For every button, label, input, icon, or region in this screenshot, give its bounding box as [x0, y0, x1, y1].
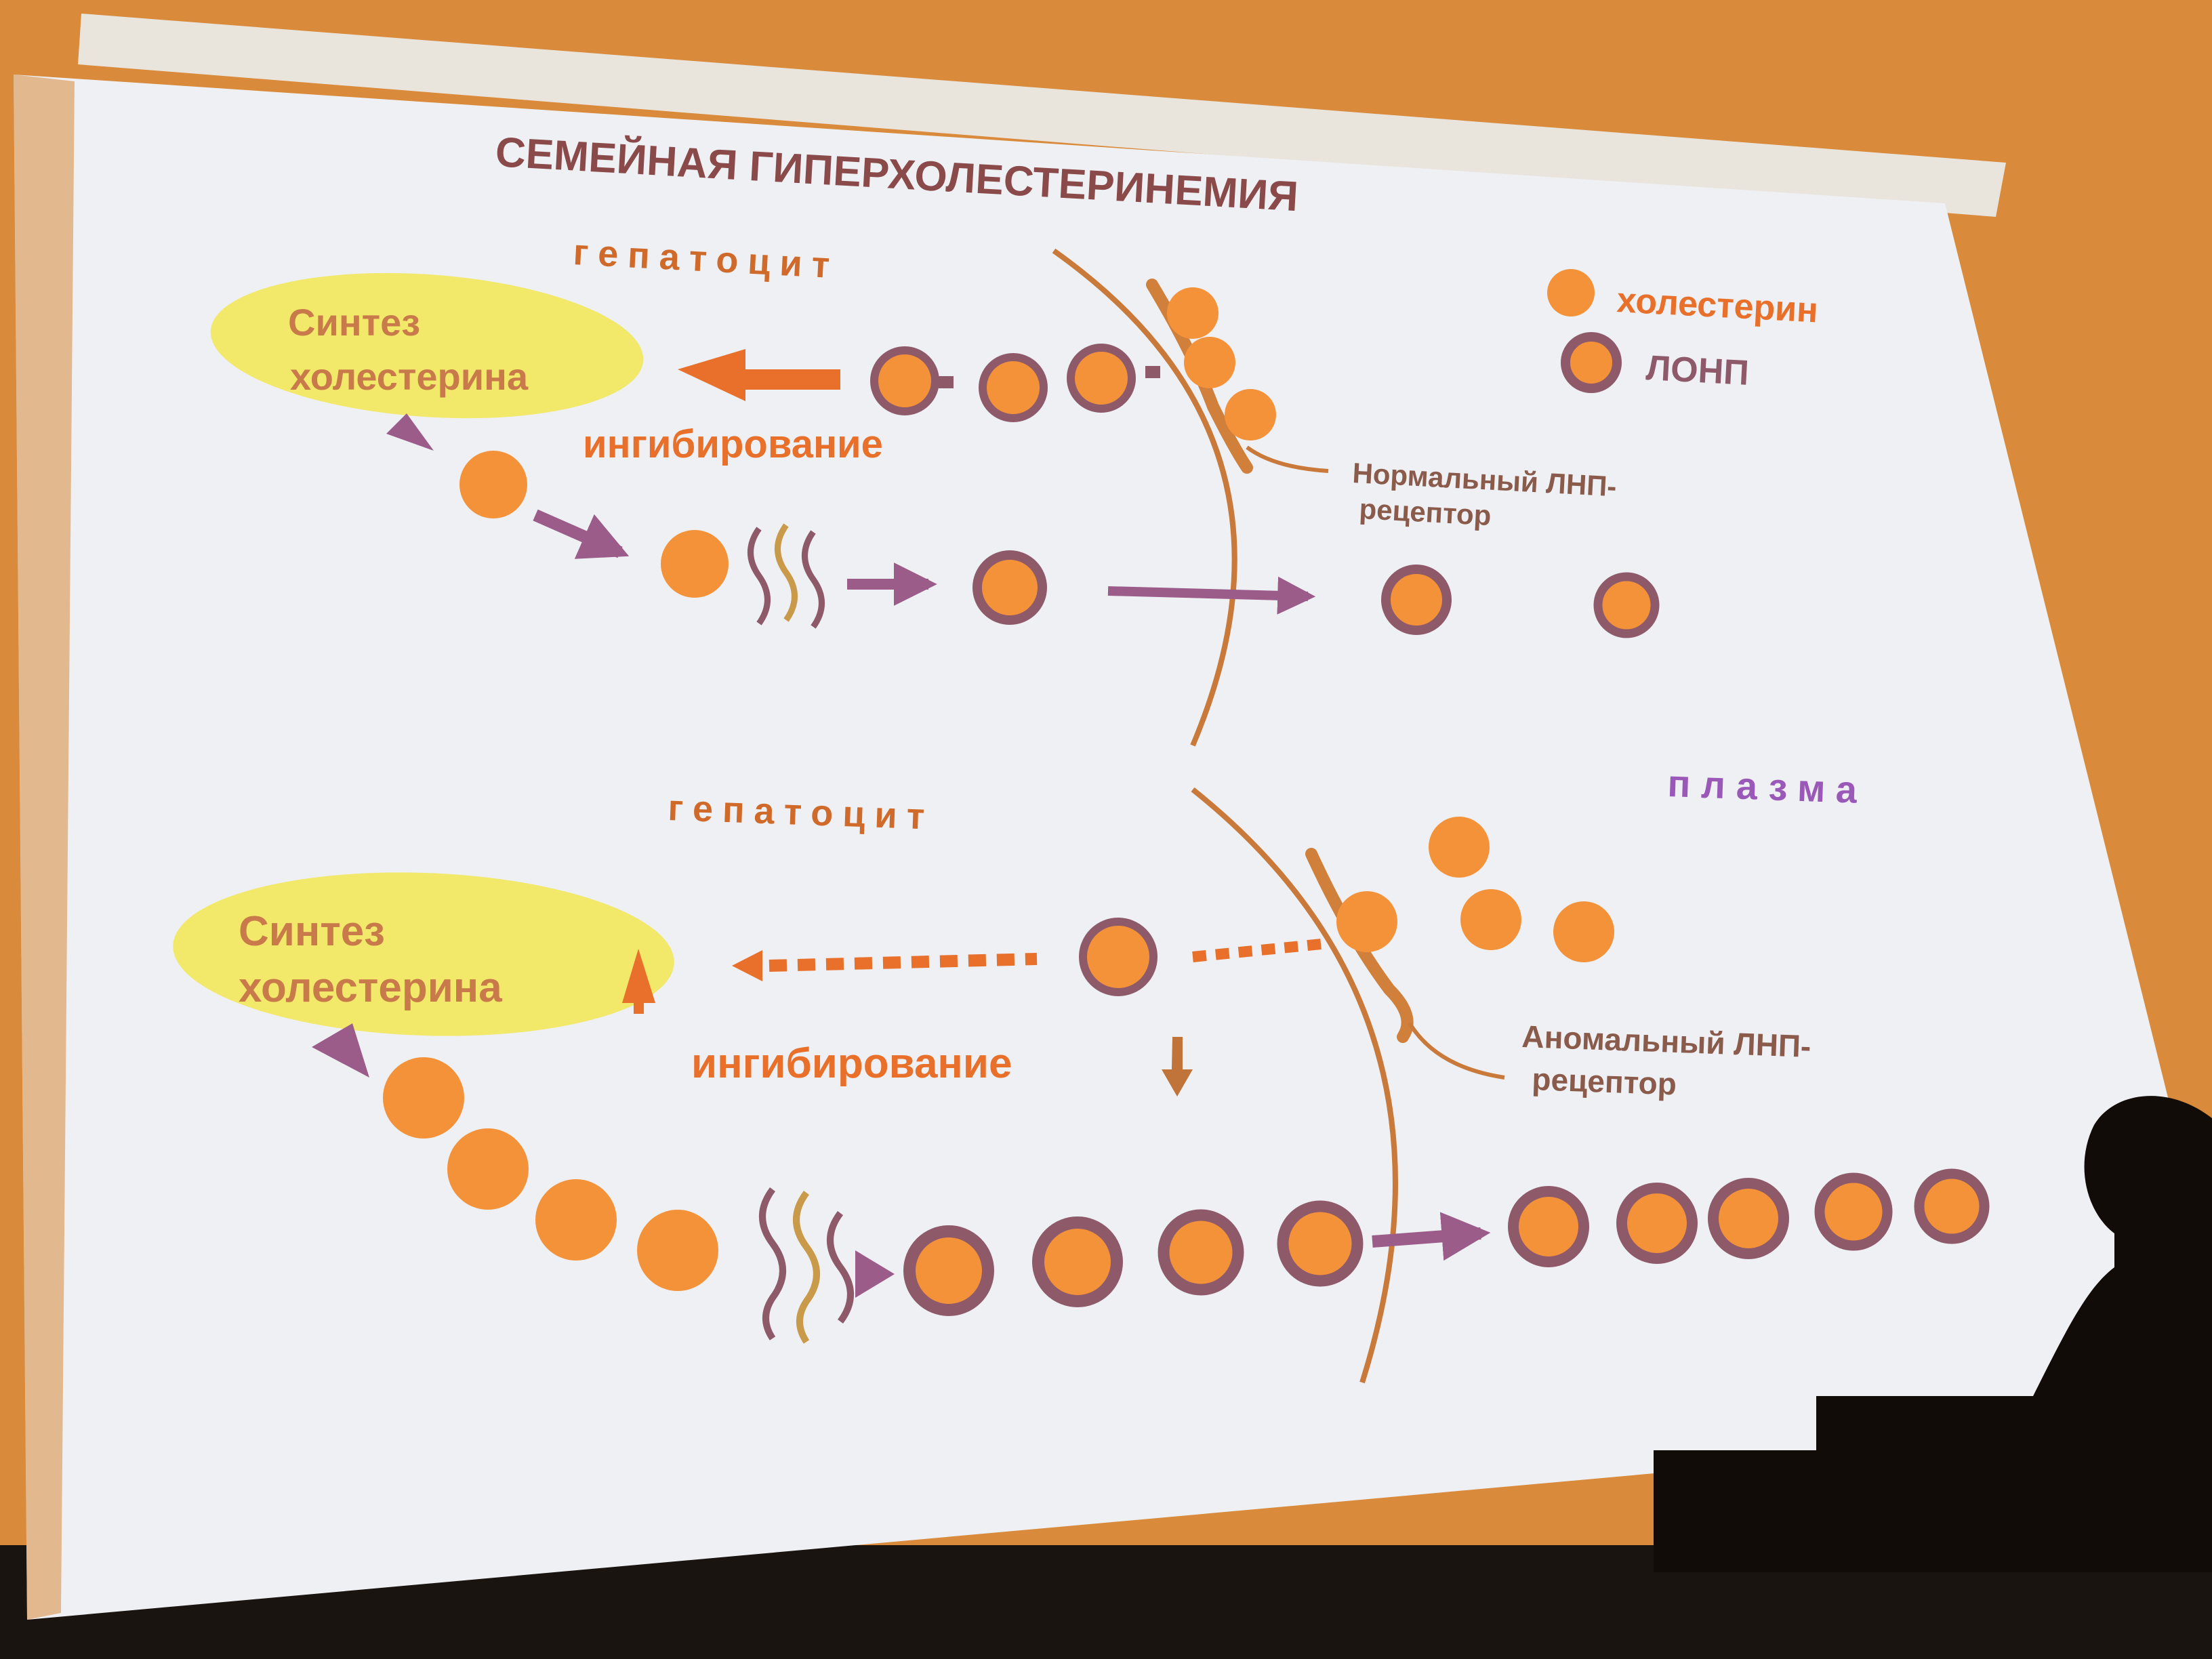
bottom-synthesis-bubble — [173, 872, 674, 1036]
bottom-vldl-1 — [903, 1225, 994, 1316]
top-synthesis-line2: холестерина — [290, 355, 529, 398]
bottom-dotted-arrowhead — [732, 950, 762, 981]
top-chain-cholesterol-1 — [459, 451, 527, 518]
bottom-receptor-cholesterol — [1336, 891, 1397, 952]
bottom-plasma-ldl-3 — [1708, 1178, 1789, 1259]
bottom-plasma-ldl-2 — [1616, 1183, 1698, 1264]
bottom-vldl-2 — [1032, 1216, 1123, 1307]
top-synthesis-triangle — [386, 413, 434, 451]
bottom-chain-cholesterol-4 — [637, 1210, 718, 1291]
bottom-synthesis-triangle — [312, 1023, 369, 1078]
top-synthesis-line1: Синтез — [288, 301, 420, 344]
speaker-silhouette — [1654, 1096, 2212, 1572]
bottom-chain-cholesterol-1 — [383, 1057, 464, 1139]
bottom-abnormal-receptor — [1305, 848, 1414, 1043]
plasma-label: плазма — [1667, 762, 1869, 811]
bottom-synthesis-up-arrow — [622, 949, 655, 1014]
bottom-plasma-cholesterol-1 — [1429, 817, 1490, 878]
bottom-chain-cholesterol-2 — [447, 1128, 529, 1210]
top-export-arrow — [1107, 576, 1316, 615]
top-receptor-cholesterol-1 — [1167, 287, 1218, 339]
top-internalized-ldl-1 — [870, 346, 939, 415]
bottom-inhibition-down-arrow — [1162, 1037, 1193, 1097]
top-chain-arrow — [533, 509, 630, 559]
bottom-plasma-ldl-5 — [1914, 1168, 1990, 1244]
bottom-receptor-label-line2: рецептор — [1532, 1061, 1677, 1101]
top-mrna-squiggle-3 — [802, 530, 825, 629]
top-internalized-ldl-2 — [979, 353, 1048, 422]
bottom-synthesis-line1: Синтез — [239, 908, 385, 955]
bottom-plasma-ldl-4 — [1814, 1172, 1893, 1251]
top-receptor-pointer — [1246, 445, 1329, 473]
bottom-mrna-squiggle-2 — [793, 1191, 820, 1344]
screen-roller — [78, 14, 2006, 217]
bottom-synthesis-line2: холестерина — [239, 964, 502, 1011]
bottom-vldl-3 — [1158, 1209, 1244, 1296]
top-receptor-label-line2: рецептор — [1359, 493, 1492, 531]
top-synthesis-bubble — [210, 272, 644, 419]
bottom-mrna-squiggle-1 — [759, 1187, 786, 1340]
bottom-inhibition-label: ингибирование — [691, 1040, 1012, 1087]
top-receptor-cholesterol-2 — [1184, 337, 1235, 388]
top-plasma-ldl-2 — [1593, 572, 1660, 638]
bottom-receptor-pointer — [1408, 1022, 1505, 1080]
bottom-secretion-arrowhead — [855, 1250, 895, 1298]
bottom-vldl-4 — [1277, 1200, 1364, 1287]
bottom-cell-membrane — [1191, 787, 1398, 1384]
legend-vldl-label: ЛОНП — [1645, 348, 1750, 393]
top-receptor-cholesterol-3 — [1225, 389, 1276, 441]
bottom-dotted-arrow — [769, 953, 1038, 972]
bottom-mrna-squiggle-3 — [827, 1211, 854, 1324]
bottom-export-arrow — [1372, 1212, 1491, 1261]
legend-vldl-swatch — [1561, 332, 1622, 393]
top-mrna-squiggle-2 — [775, 523, 798, 622]
bottom-plasma-ldl-1 — [1508, 1186, 1589, 1267]
top-dash-2 — [1145, 366, 1160, 378]
bottom-cell-label: гепатоцит — [668, 787, 935, 838]
top-inhibition-label: ингибирование — [583, 422, 883, 466]
bottom-internalized-ldl — [1079, 918, 1158, 996]
top-secreted-vldl — [972, 550, 1047, 625]
top-cell-membrane — [1052, 248, 1237, 747]
bottom-chain-cholesterol-3 — [535, 1179, 617, 1261]
screen-left-edge — [14, 75, 75, 1620]
bottom-plasma-cholesterol-3 — [1553, 901, 1614, 962]
bottom-plasma-cholesterol-2 — [1460, 889, 1521, 950]
top-internalized-ldl-3 — [1067, 344, 1136, 413]
top-chain-cholesterol-2 — [661, 530, 729, 598]
legend-cholesterol-swatch — [1547, 269, 1595, 316]
top-inhibition-arrow — [678, 349, 840, 401]
top-plasma-ldl-1 — [1381, 565, 1452, 635]
top-dash-1 — [939, 376, 954, 388]
top-mrna-squiggle-1 — [747, 527, 771, 626]
